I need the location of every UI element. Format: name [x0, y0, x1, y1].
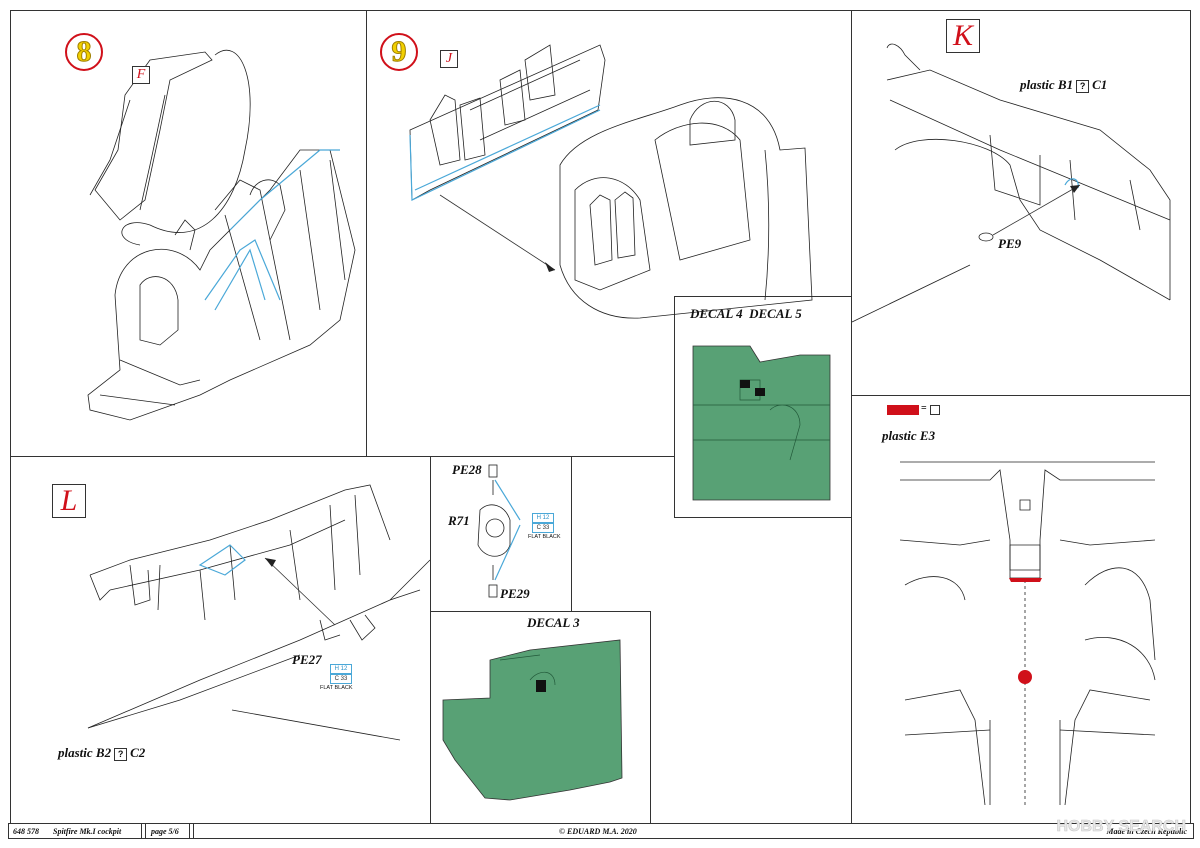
footer-title: Spitfire Mk.I cockpit: [53, 827, 122, 836]
e3-red-dot: [1018, 670, 1032, 684]
e3-legend-equals: =: [921, 403, 927, 414]
r71-pe-bottom-label: PE29: [500, 586, 530, 601]
fuselage-l-drawing: [87, 484, 421, 729]
decal-4-5-green-panel: [692, 345, 831, 501]
step-k-pe-label: PE9: [998, 236, 1022, 251]
r71-paint-code: H 12 C 33 FLAT BLACK: [528, 513, 561, 540]
fuselage-section-drawing: [559, 97, 813, 319]
footer-copyright: © EDUARD M.A. 2020: [559, 827, 637, 836]
cockpit-frame-drawing: [87, 149, 356, 421]
watermark: HOBBY SEARCH: [1056, 818, 1186, 836]
fuselage-k-drawing: [886, 69, 1171, 300]
r71-pe-top-label: PE28: [452, 462, 482, 477]
decal-4-5-title: DECAL 4 DECAL 5: [690, 306, 802, 321]
step-l-paint-code: H 12 C 33 FLAT BLACK: [320, 664, 353, 691]
step-k-plastic-label: plastic B1?C1: [1020, 77, 1108, 93]
cockpit-side-wall-drawing: [409, 44, 606, 201]
decal-3-title: DECAL 3: [527, 615, 580, 630]
step-8-part-box: F: [132, 66, 150, 84]
e3-plastic-label: plastic E3: [882, 428, 936, 443]
panel-step-e3: [851, 395, 1191, 824]
r71-part-label: R71: [448, 513, 470, 528]
footer-bar: 648 578 Spitfire Mk.I cockpit page 5/6 ©…: [8, 823, 1194, 839]
step-l-letter: L: [52, 484, 86, 518]
footer-origin: Made in Czech Republic: [1106, 827, 1187, 836]
step-8-number: 8: [65, 33, 103, 71]
decal-3-green-panel: [442, 639, 623, 801]
decal-sheet-icon: [930, 405, 940, 415]
panel-r71: [430, 456, 572, 612]
e3-legend-swatch: [887, 405, 919, 415]
footer-page: page 5/6: [151, 827, 179, 836]
step-9-number: 9: [380, 33, 418, 71]
step-l-plastic-label: plastic B2?C2: [58, 745, 146, 761]
footer-code: 648 578: [13, 827, 39, 836]
r71-part-drawing: [477, 504, 511, 557]
step-l-pe-label: PE27: [292, 652, 322, 667]
step-9-part-box: J: [440, 50, 458, 68]
cockpit-floor-e3-drawing: [900, 461, 1155, 571]
step-k-letter: K: [946, 19, 980, 53]
guide-curve: [121, 49, 251, 246]
seat-harness-drawing: [94, 51, 213, 221]
